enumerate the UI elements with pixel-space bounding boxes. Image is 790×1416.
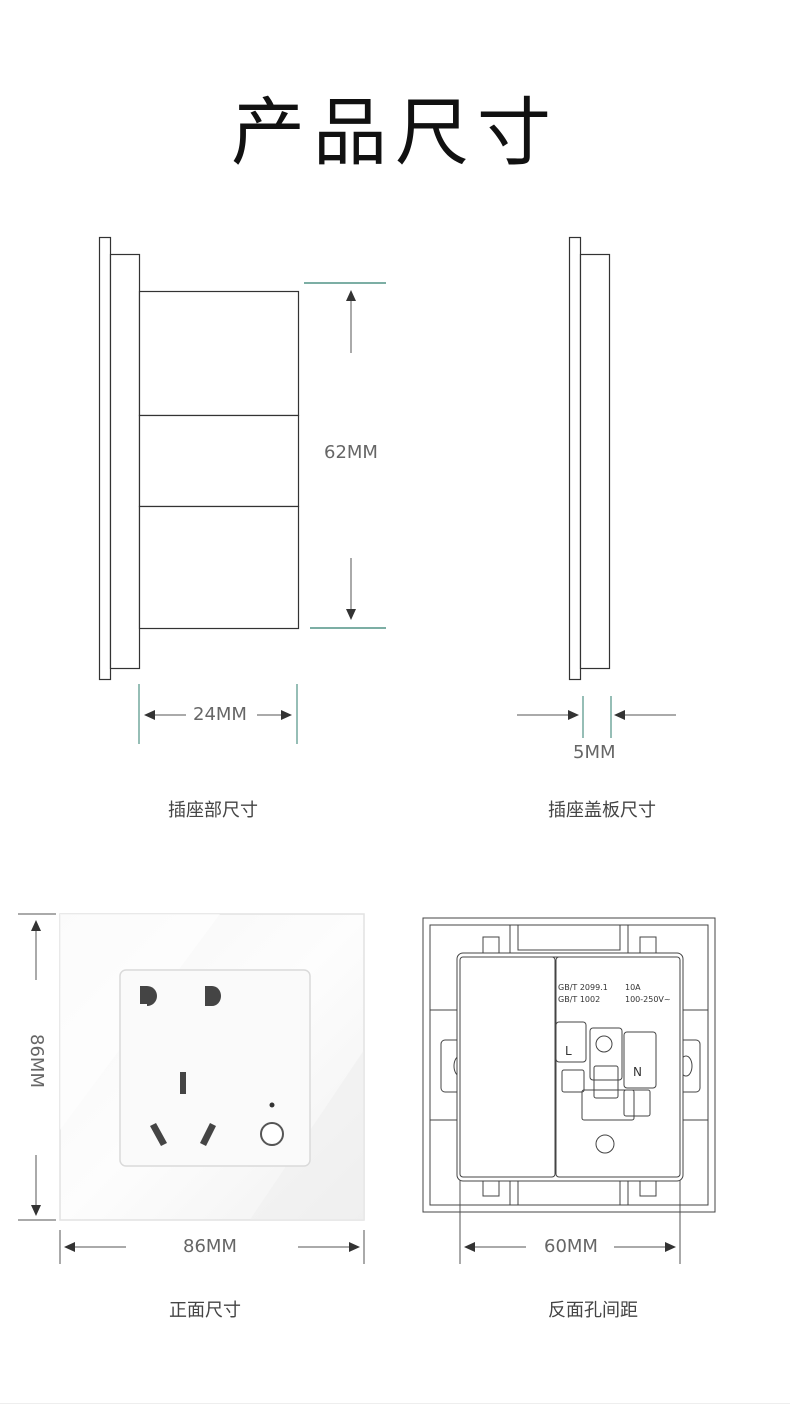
cover-view-caption: 插座盖板尺寸: [548, 800, 656, 821]
indicator-dot: [269, 1102, 275, 1108]
back-spacing-arrow-left: [464, 1242, 475, 1252]
thickness-arrow-left: [614, 710, 625, 720]
front-socket-module: [119, 969, 311, 1167]
front-view-caption: 正面尺寸: [169, 1300, 241, 1321]
back-frame-outer: [422, 917, 716, 1213]
front-width-arrow-right: [349, 1242, 360, 1252]
switch-button: [260, 1122, 284, 1146]
height-arrow-down: [346, 609, 356, 620]
two-pin-hole-right-round: [212, 986, 221, 1006]
thickness-5mm-label: 5MM: [573, 742, 616, 763]
bottom-divider: [0, 1403, 790, 1404]
side-body-bottom: [138, 505, 300, 630]
side-view-caption: 插座部尺寸: [168, 800, 258, 821]
front-width-arrow-left: [64, 1242, 75, 1252]
height-62mm-label: 62MM: [324, 442, 378, 463]
svg-text:100-250V~: 100-250V~: [625, 995, 671, 1004]
two-pin-hole-left: [140, 986, 147, 1004]
three-pin-left-hole: [150, 1123, 167, 1146]
certification-mark: [595, 1134, 615, 1154]
front-height-86mm-label: 86MM: [26, 1034, 47, 1088]
front-width-86mm-label: 86MM: [183, 1236, 237, 1257]
page-title: 产品尺寸: [231, 90, 559, 176]
side-body-top: [138, 290, 300, 417]
depth-24mm-label: 24MM: [193, 704, 247, 725]
side-frame: [109, 253, 141, 670]
three-pin-right-hole: [200, 1123, 216, 1146]
svg-text:L: L: [565, 1044, 572, 1058]
height-arrow-up: [346, 290, 356, 301]
back-view-caption: 反面孔间距: [548, 1300, 638, 1321]
svg-text:GB/T 1002: GB/T 1002: [558, 995, 600, 1004]
svg-text:N: N: [633, 1065, 642, 1079]
socket-front-view-drawing: [18, 913, 365, 1264]
back-spacing-60mm-label: 60MM: [544, 1236, 598, 1257]
side-cover-plate: [98, 236, 112, 681]
front-height-arrow-up: [31, 920, 41, 931]
two-pin-hole-left-round: [147, 986, 157, 1006]
back-housing: [456, 952, 684, 1182]
depth-arrow-right: [281, 710, 292, 720]
front-height-arrow-down: [31, 1205, 41, 1216]
cover-plate-thin: [568, 236, 582, 681]
thickness-arrow-right: [568, 710, 579, 720]
svg-text:10A: 10A: [625, 983, 641, 992]
cover-plate-frame: [579, 253, 611, 670]
depth-arrow-left: [144, 710, 155, 720]
two-pin-hole-right: [205, 986, 212, 1006]
back-spacing-arrow-right: [665, 1242, 676, 1252]
side-body-middle: [138, 414, 300, 508]
three-pin-earth-hole: [180, 1072, 186, 1094]
socket-back-view-drawing: GB/T 2099.1 GB/T 1002 10A 100-250V~ L N: [422, 917, 716, 1264]
svg-text:GB/T 2099.1: GB/T 2099.1: [558, 983, 608, 992]
socket-side-view-drawing: [98, 236, 676, 744]
